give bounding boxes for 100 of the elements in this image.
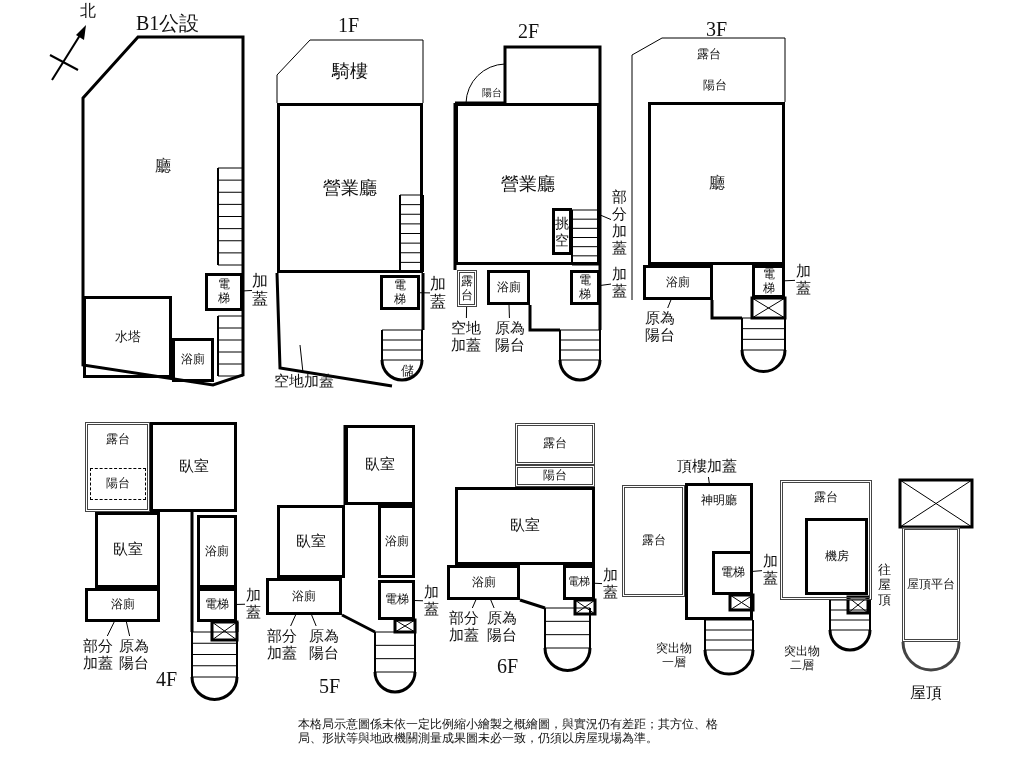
room [552, 208, 572, 255]
room [712, 551, 753, 595]
room-label: 浴廁 [496, 280, 521, 295]
room-label: 浴廁 [205, 544, 229, 559]
room-label: 露台 [543, 437, 567, 451]
floor-title: B1公設 [136, 12, 200, 35]
leader-line [414, 600, 424, 602]
annotation-text: 部分加蓋 [446, 608, 482, 646]
terrace-area [780, 480, 872, 600]
floor-title: 6F [497, 655, 519, 678]
room [570, 270, 600, 305]
room-label: 電梯 [205, 598, 229, 612]
room [648, 102, 785, 265]
room-label: 電梯 [720, 566, 745, 580]
room-label: 電梯 [578, 273, 592, 302]
leader-line [419, 292, 431, 294]
annotation-text: 原為陽台 [492, 318, 528, 356]
room-label: 浴廁 [181, 353, 205, 367]
balcony-area [90, 468, 146, 500]
disclaimer-note: 本格局示意圖係未依一定比例縮小繪製之概繪圖，與實況仍有差距；其方位、格局、形狀等與地政機關測量成果圖未必一致，仍須以房屋現場為準。 [298, 718, 719, 746]
leader-line [471, 599, 477, 609]
leader-line [311, 614, 317, 627]
room-label: 電梯 [384, 593, 409, 607]
room-label: 臥室 [365, 456, 395, 474]
room [643, 265, 713, 300]
room [277, 505, 345, 578]
room-label: 陽台 [703, 79, 727, 93]
annotation-text: 空地加蓋 [448, 318, 484, 356]
room [205, 273, 243, 311]
room-label: 浴廁 [471, 575, 496, 590]
annotation-text: 加蓋 [762, 552, 778, 588]
plan-label: 突出物一層 [655, 642, 693, 670]
annotation-text: 空地加蓋 [268, 372, 340, 392]
room [487, 270, 530, 305]
room [172, 338, 214, 382]
room-label: 露台 [460, 274, 474, 303]
room [455, 487, 595, 565]
annotation-text: 加蓋 [611, 265, 627, 301]
room-label: 陽台 [543, 469, 567, 483]
annotation-text: 加蓋 [423, 583, 439, 619]
annotation-text: 原為陽台 [116, 636, 152, 674]
room [197, 515, 237, 588]
room-label: 電梯 [761, 267, 776, 296]
room-label: 露台 [105, 433, 130, 447]
floor-title: 5F [319, 675, 341, 698]
room [266, 578, 342, 615]
room-label: 營業廳 [500, 173, 555, 195]
room [345, 425, 415, 505]
annotation-text: 部分加蓋 [264, 626, 300, 664]
room [378, 580, 415, 620]
annotation-text: 原為陽台 [306, 626, 342, 664]
floor-title: 4F [156, 668, 178, 691]
annotation-text: 原為陽台 [484, 608, 520, 646]
room-label: 浴廁 [110, 598, 135, 612]
leader-line [290, 614, 297, 627]
room-label: 電梯 [393, 278, 407, 307]
room-label: 臥室 [112, 541, 143, 559]
room-label: 電梯 [217, 278, 231, 306]
floor-title: 1F [338, 14, 360, 37]
room-label: 陽台 [106, 477, 130, 491]
leader-line [599, 283, 612, 286]
room [380, 275, 420, 310]
leader-line [784, 279, 796, 282]
room-label: 廳 [155, 157, 171, 176]
room-label: 露台 [641, 534, 666, 548]
annotation-text: 加蓋 [602, 566, 618, 602]
plan-label: 突出物二層 [783, 645, 821, 673]
leader-line [242, 289, 253, 292]
terrace-area [902, 527, 960, 642]
room [83, 296, 172, 378]
room-label: 機房 [824, 549, 849, 564]
room [277, 103, 423, 273]
leader-line [599, 214, 612, 221]
annotation-text: 加蓋 [252, 272, 268, 308]
room-label: 臥室 [178, 458, 209, 476]
leader-line [236, 603, 246, 605]
room-label: 浴廁 [384, 534, 409, 549]
plan-label: 屋頂 [910, 684, 942, 703]
plan-label: 往屋頂 [876, 563, 892, 608]
room-label: 屋頂平台 [907, 577, 955, 592]
room [150, 422, 237, 512]
annotation-text: 加蓋 [430, 275, 446, 311]
room-label: 營業廳 [323, 177, 377, 199]
room [197, 588, 237, 622]
terrace-area [515, 423, 595, 465]
room-label: 臥室 [510, 517, 540, 535]
room-label: 神明廳 [701, 494, 737, 508]
room [805, 518, 868, 595]
room [455, 103, 600, 265]
leader-line [594, 582, 603, 585]
room-label: 水塔 [114, 329, 141, 345]
room [85, 588, 160, 622]
room-label: 露台 [696, 48, 721, 62]
room-label: 挑空 [555, 215, 569, 248]
leader-line [667, 299, 672, 309]
room-label: 儲 [400, 363, 414, 379]
annotation-text: 部分加蓋 [611, 186, 627, 260]
leader-line [490, 599, 495, 609]
room-label: 臥室 [296, 532, 326, 551]
leader-line [752, 570, 763, 572]
